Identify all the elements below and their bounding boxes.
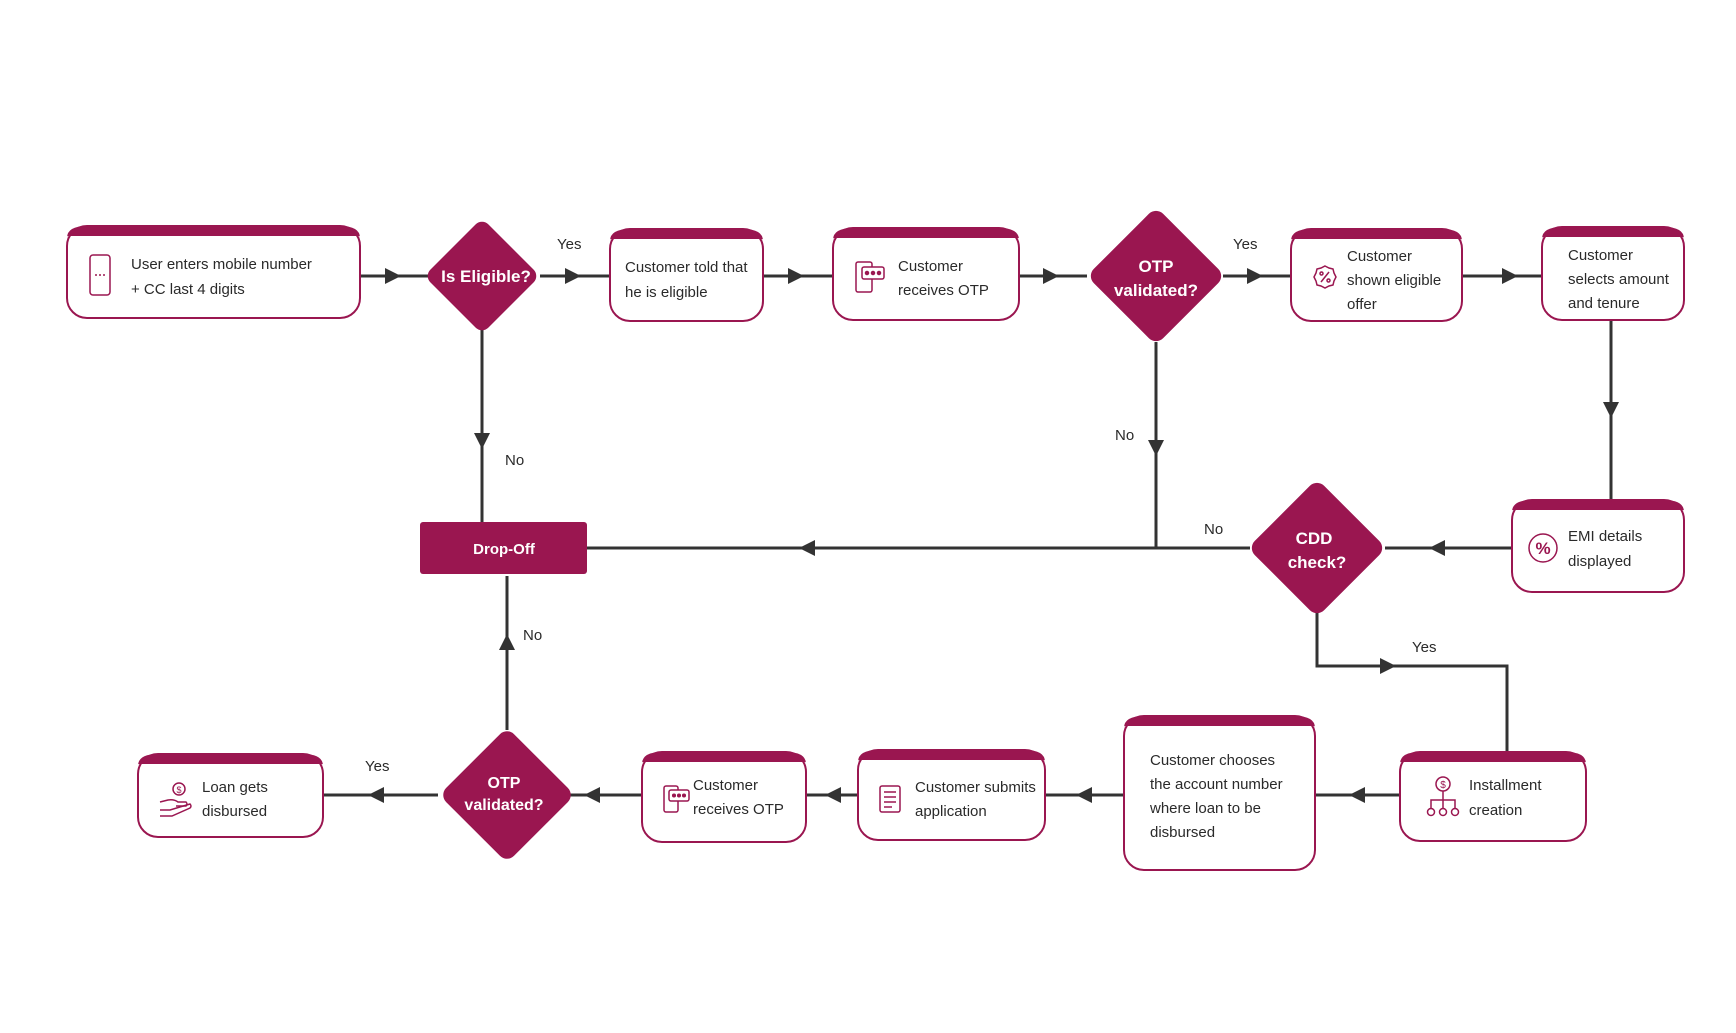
edge-label-cdd-no: No — [1204, 521, 1223, 538]
arrow-head — [799, 540, 815, 556]
edge-label-eligible-no: No — [505, 452, 524, 469]
edge-label-otp1-yes: Yes — [1233, 236, 1257, 253]
node-told-eligible: Customer told that he is eligible — [609, 228, 764, 322]
edge-label-cdd-yes: Yes — [1412, 639, 1436, 656]
node-loan-disbursed-line-2: disbursed — [202, 803, 267, 820]
svg-text:$: $ — [1440, 780, 1446, 791]
node-receives-otp-2-line-1: Customer — [693, 777, 758, 794]
node-shown-offer-line-2: shown eligible — [1347, 272, 1441, 289]
node-user-enters-line-1: User enters mobile number — [131, 256, 312, 273]
arrow-head — [499, 634, 515, 650]
node-receives-otp-1-line-1: Customer — [898, 258, 963, 275]
decision-otp-validated-1-line-1: OTP — [1139, 257, 1174, 276]
decision-is-eligible-label: Is Eligible? — [441, 267, 531, 286]
arrow-head — [584, 787, 600, 803]
node-shown-offer: Customer shown eligible offer — [1290, 228, 1463, 322]
arrow-head — [385, 268, 401, 284]
node-drop-off: Drop-Off — [420, 522, 587, 574]
otp-phone-icon — [855, 261, 885, 293]
arrow-head — [1247, 268, 1263, 284]
node-chooses-account-line-4: disbursed — [1150, 824, 1215, 841]
decision-otp-validated-1: OTP validated? — [1090, 210, 1222, 342]
node-chooses-account-line-1: Customer chooses — [1150, 752, 1275, 769]
percent-icon: % — [1528, 533, 1558, 563]
node-receives-otp-2: Customer receives OTP — [641, 751, 807, 843]
arrow-head — [565, 268, 581, 284]
node-submits-app-line-2: application — [915, 803, 987, 820]
hand-coin-icon: $ — [159, 782, 192, 817]
edge-label-eligible-yes: Yes — [557, 236, 581, 253]
node-user-enters: User enters mobile number + CC last 4 di… — [66, 225, 361, 319]
arrow-head — [825, 787, 841, 803]
node-user-enters-line-2: + CC last 4 digits — [131, 281, 245, 298]
arrow-head — [368, 787, 384, 803]
node-drop-off-label: Drop-Off — [473, 541, 536, 558]
decision-otp-validated-1-line-2: validated? — [1114, 281, 1198, 300]
node-selects-amount: Customer selects amount and tenure — [1541, 226, 1685, 321]
document-list-icon — [879, 785, 901, 813]
node-receives-otp-1: Customer receives OTP — [832, 227, 1020, 321]
arrow-head — [788, 268, 804, 284]
node-selects-amount-line-3: and tenure — [1568, 295, 1640, 312]
decision-is-eligible: Is Eligible? — [427, 221, 537, 331]
discount-badge-icon — [1313, 265, 1337, 289]
edge-labels: Yes No Yes No No Yes No Yes — [365, 236, 1436, 775]
edge-label-otp1-no: No — [1115, 427, 1134, 444]
node-installment-line-1: Installment — [1469, 777, 1542, 794]
node-selects-amount-line-2: selects amount — [1568, 271, 1670, 288]
node-receives-otp-1-line-2: receives OTP — [898, 282, 989, 299]
arrow-head — [474, 433, 490, 449]
node-shown-offer-line-3: offer — [1347, 296, 1377, 313]
arrow-head — [1380, 658, 1396, 674]
node-submits-app: Customer submits application — [857, 749, 1046, 841]
node-told-eligible-line-1: Customer told that — [625, 259, 748, 276]
node-receives-otp-2-line-2: receives OTP — [693, 801, 784, 818]
node-told-eligible-line-2: he is eligible — [625, 284, 708, 301]
arrow-head — [1076, 787, 1092, 803]
arrow-head — [1043, 268, 1059, 284]
arrow-head — [1603, 402, 1619, 418]
otp-phone-icon — [663, 785, 690, 813]
arrow-head — [1429, 540, 1445, 556]
node-installment-line-2: creation — [1469, 802, 1522, 819]
node-chooses-account-line-2: the account number — [1150, 776, 1283, 793]
decision-otp-validated-2-line-2: validated? — [464, 797, 543, 814]
node-shown-offer-line-1: Customer — [1347, 248, 1412, 265]
phone-icon — [89, 254, 111, 296]
hierarchy-dollar-icon: $ — [1426, 776, 1460, 817]
decision-otp-validated-2: OTP validated? — [443, 731, 571, 859]
node-installment: $ Installment creation — [1399, 751, 1587, 842]
node-emi-details-line-1: EMI details — [1568, 528, 1642, 545]
edge-label-otp2-yes: Yes — [365, 758, 389, 775]
decision-cdd-check: CDD check? — [1251, 482, 1383, 614]
arrow-head — [1349, 787, 1365, 803]
arrow-head — [1148, 440, 1164, 456]
arrow-head — [1502, 268, 1518, 284]
node-submits-app-line-1: Customer submits — [915, 779, 1036, 796]
svg-text:%: % — [1535, 539, 1550, 558]
decision-cdd-check-line-1: CDD — [1296, 529, 1333, 548]
svg-text:$: $ — [176, 785, 181, 795]
node-loan-disbursed: $ Loan gets disbursed — [137, 753, 324, 838]
node-loan-disbursed-line-1: Loan gets — [202, 779, 268, 796]
edge-label-otp2-no: No — [523, 627, 542, 644]
decision-cdd-check-line-2: check? — [1288, 553, 1347, 572]
decision-otp-validated-2-line-1: OTP — [488, 775, 521, 792]
node-chooses-account-line-3: where loan to be — [1149, 800, 1261, 817]
node-chooses-account: Customer chooses the account number wher… — [1123, 715, 1316, 871]
node-emi-details-line-2: displayed — [1568, 553, 1631, 570]
node-emi-details: % EMI details displayed — [1511, 499, 1685, 593]
node-selects-amount-line-1: Customer — [1568, 247, 1633, 264]
